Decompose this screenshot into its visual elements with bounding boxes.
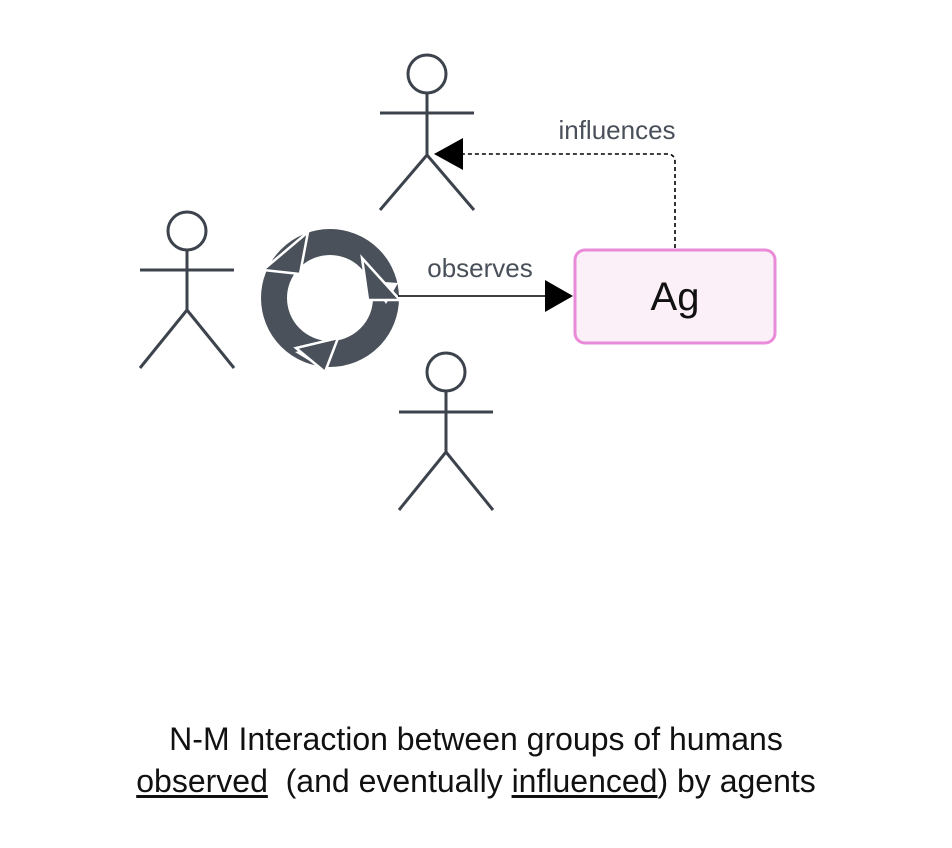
- caption-influenced: influenced: [511, 763, 658, 799]
- influences-label: influences: [558, 115, 675, 145]
- caption-observed: observed: [136, 763, 268, 799]
- caption-middle: (and eventually: [267, 763, 512, 799]
- stick-figure-icon: [397, 351, 495, 511]
- influences-edge: influences: [434, 115, 676, 248]
- observes-label: observes: [427, 253, 533, 283]
- cycle-arrows-icon: [259, 228, 403, 375]
- diagram-caption: N-M Interaction between groups of humans…: [0, 718, 952, 802]
- caption-line-2: observed (and eventually influenced) by …: [0, 760, 952, 802]
- stick-figure-icon: [378, 53, 476, 211]
- diagram-canvas: observes influences Ag: [138, 53, 777, 511]
- agent-label: Ag: [651, 275, 700, 319]
- caption-tail: ) by agents: [657, 763, 816, 799]
- stick-figure-icon: [138, 210, 236, 369]
- observes-edge: observes: [398, 253, 573, 312]
- caption-line-1: N-M Interaction between groups of humans: [169, 721, 783, 757]
- agent-box: Ag: [573, 248, 777, 345]
